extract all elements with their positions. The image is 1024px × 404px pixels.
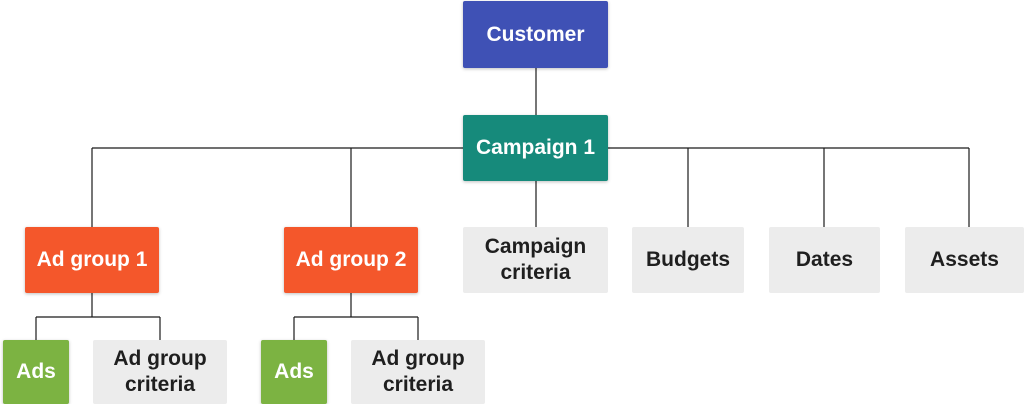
ad-group-criteria-1-label: Ad group criteria [113,347,207,396]
ad-group-1-label: Ad group 1 [36,248,148,271]
budgets-label: Budgets [646,248,730,271]
dates-label: Dates [795,248,854,271]
assets-label: Assets [930,248,999,271]
campaign-1-label: Campaign 1 [475,136,596,159]
ads-1-node: Ads [3,340,69,404]
ad-group-1-node: Ad group 1 [25,227,159,293]
campaign-1-node: Campaign 1 [463,115,608,181]
ad-group-criteria-2-label: Ad group criteria [371,347,465,396]
customer-node: Customer [463,1,608,68]
customer-label: Customer [486,22,585,46]
campaign-criteria-node: Campaign criteria [463,227,608,293]
ads-1-label: Ads [16,360,56,383]
dates-node: Dates [769,227,880,293]
assets-node: Assets [905,227,1024,293]
ad-group-2-node: Ad group 2 [284,227,418,293]
ad-group-2-label: Ad group 2 [295,248,407,271]
ad-group-criteria-1-node: Ad group criteria [93,340,227,404]
ads-2-node: Ads [261,340,327,404]
budgets-node: Budgets [632,227,744,293]
ads-2-label: Ads [274,360,314,383]
campaign-criteria-label: Campaign criteria [484,235,587,284]
ad-group-criteria-2-node: Ad group criteria [351,340,485,404]
